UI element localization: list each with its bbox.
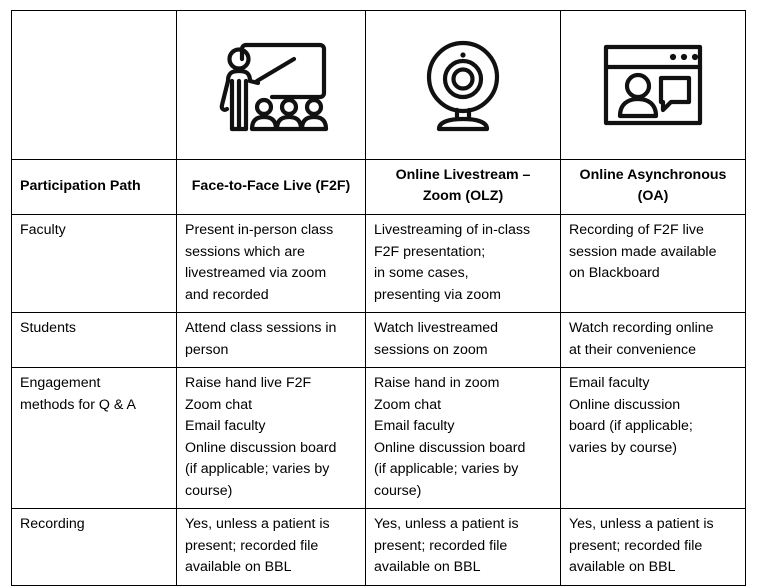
header-line: Online Asynchronous — [579, 167, 727, 183]
cell-line: varies by course) — [569, 439, 678, 456]
cell-students-oa: Watch recording online at their convenie… — [560, 312, 746, 368]
cell-faculty-oa: Recording of F2F live session made avail… — [560, 214, 746, 313]
header-line: (OA) — [637, 188, 669, 204]
cell-students-olz: Watch livestreamed sessions on zoom — [365, 312, 561, 368]
header-line: Participation Path — [20, 177, 141, 194]
cell-line: Online discussion — [569, 396, 681, 413]
table-row-engagement: Engagement methods for Q & A Raise hand … — [11, 367, 746, 509]
cell-line: present; recorded file — [374, 537, 508, 554]
row-label-text: methods for Q & A — [20, 396, 136, 413]
cell-line: Zoom chat — [374, 396, 442, 413]
icon-cell-olz — [365, 10, 561, 160]
header-line: Online Livestream – — [395, 167, 531, 183]
icon-cell-oa — [560, 10, 746, 160]
cell-line: available on BBL — [185, 559, 292, 575]
cell-recording-f2f: Yes, unless a patient is present; record… — [176, 508, 366, 586]
cell-faculty-olz: Livestreaming of in-class F2F presentati… — [365, 214, 561, 313]
row-label-text: Recording — [20, 516, 85, 532]
cell-line: Online discussion board — [374, 439, 526, 456]
cell-line: present; recorded file — [569, 537, 703, 554]
row-label-text: Engagement — [20, 375, 101, 391]
cell-line: available on BBL — [569, 559, 676, 575]
cell-line: livestreamed via zoom — [185, 265, 327, 281]
cell-students-f2f: Attend class sessions in person — [176, 312, 366, 368]
cell-line: available on BBL — [374, 559, 481, 575]
table-row-students: Students Attend class sessions in person… — [11, 312, 746, 368]
cell-line: person — [185, 341, 229, 358]
cell-faculty-f2f: Present in-person class sessions which a… — [176, 214, 366, 313]
cell-line: Online discussion board — [185, 439, 337, 456]
participation-path-table: Participation Path Face-to-Face Live (F2… — [11, 10, 746, 586]
cell-line: present; recorded file — [185, 537, 319, 554]
table-row-recording: Recording Yes, unless a patient is prese… — [11, 508, 746, 586]
header-oa: Online Asynchronous (OA) — [560, 159, 746, 215]
cell-line: board (if applicable; — [569, 418, 693, 434]
cell-line: session made available — [569, 243, 717, 260]
header-line: Zoom (OLZ) — [422, 188, 504, 204]
icon-cell-empty — [11, 10, 177, 160]
cell-line: (if applicable; varies by — [374, 461, 519, 477]
header-olz: Online Livestream – Zoom (OLZ) — [365, 159, 561, 215]
cell-line: Raise hand in zoom — [374, 375, 500, 391]
cell-line: course) — [374, 482, 422, 499]
page-root: Participation Path Face-to-Face Live (F2… — [11, 10, 746, 586]
cell-line: Watch livestreamed — [374, 320, 499, 336]
row-label-text: Students — [20, 320, 77, 336]
table-row-faculty: Faculty Present in-person class sessions… — [11, 214, 746, 313]
cell-line: sessions on zoom — [374, 341, 488, 358]
cell-line: Present in-person class — [185, 222, 334, 238]
cell-line: Yes, unless a patient is — [185, 516, 330, 532]
cell-line: on Blackboard — [569, 265, 660, 281]
header-f2f: Face-to-Face Live (F2F) — [176, 159, 366, 215]
row-label-recording: Recording — [11, 508, 177, 586]
cell-engagement-f2f: Raise hand live F2F Zoom chat Email facu… — [176, 367, 366, 509]
header-participation-path: Participation Path — [11, 159, 177, 215]
header-line: Face-to-Face Live (F2F) — [191, 177, 351, 194]
cell-line: presenting via zoom — [374, 286, 501, 303]
row-label-faculty: Faculty — [11, 214, 177, 313]
cell-line: Attend class sessions in — [185, 320, 337, 336]
cell-line: Recording of F2F live — [569, 222, 704, 238]
row-label-engagement: Engagement methods for Q & A — [11, 367, 177, 509]
cell-line: and recorded — [185, 286, 269, 303]
cell-engagement-oa: Email faculty Online discussion board (i… — [560, 367, 746, 509]
cell-line: Watch recording online — [569, 320, 714, 336]
cell-line: course) — [185, 482, 233, 499]
cell-line: Yes, unless a patient is — [374, 516, 519, 532]
table-row-headers: Participation Path Face-to-Face Live (F2… — [11, 159, 746, 215]
cell-recording-oa: Yes, unless a patient is present; record… — [560, 508, 746, 586]
cell-line: in some cases, — [374, 265, 469, 281]
cell-line: Email faculty — [569, 375, 650, 391]
cell-line: at their convenience — [569, 341, 696, 358]
classroom-teacher-icon — [177, 11, 365, 159]
cell-line: Raise hand live F2F — [185, 375, 312, 391]
row-label-text: Faculty — [20, 222, 66, 238]
cell-line: Yes, unless a patient is — [569, 516, 714, 532]
cell-line: sessions which are — [185, 243, 305, 260]
online-window-chat-icon — [561, 11, 745, 159]
cell-line: Email faculty — [374, 418, 455, 434]
cell-recording-olz: Yes, unless a patient is present; record… — [365, 508, 561, 586]
cell-line: Zoom chat — [185, 396, 253, 413]
row-label-students: Students — [11, 312, 177, 368]
cell-line: (if applicable; varies by — [185, 461, 330, 477]
cell-engagement-olz: Raise hand in zoom Zoom chat Email facul… — [365, 367, 561, 509]
cell-line: Livestreaming of in-class — [374, 222, 531, 238]
webcam-icon — [366, 11, 560, 159]
table-row-icons — [11, 10, 746, 160]
icon-cell-f2f — [176, 10, 366, 160]
cell-line: F2F presentation; — [374, 243, 486, 260]
cell-line: Email faculty — [185, 418, 266, 434]
